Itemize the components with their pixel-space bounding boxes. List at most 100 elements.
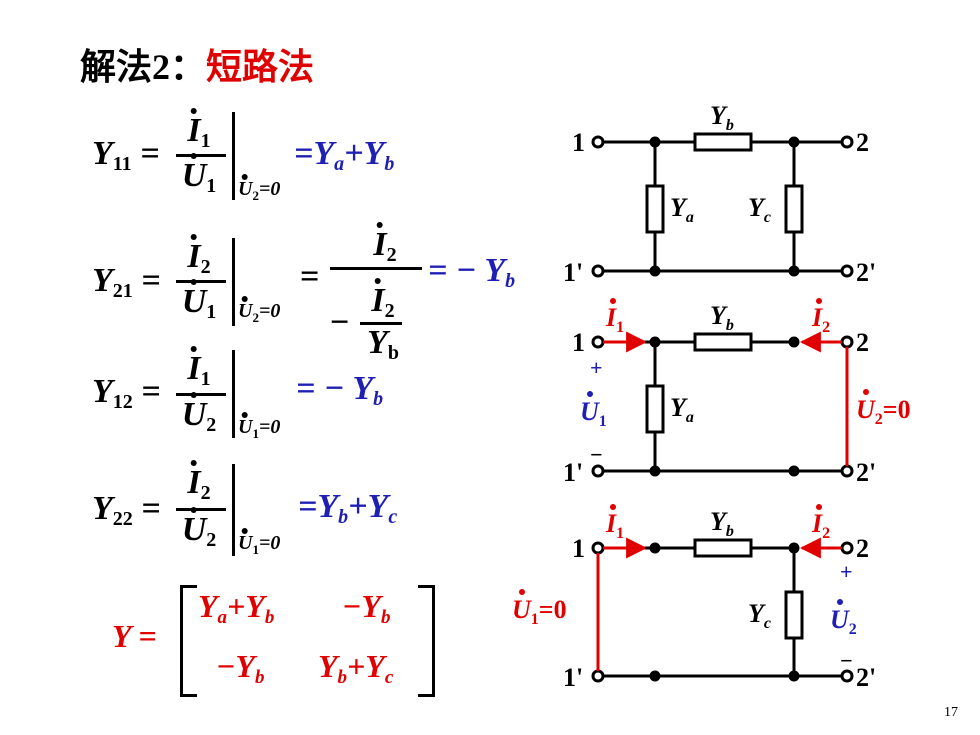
y22-result: =Yb+Yc	[298, 488, 398, 528]
c3-label-u2: U2	[830, 605, 857, 638]
y11-lhs: Y11 =	[92, 135, 160, 175]
y21-equals: =	[300, 258, 320, 295]
y21-inner-denominator: Yb	[367, 324, 399, 364]
c2-label-i1: I1	[605, 303, 624, 336]
matrix-cell-21: −Yb	[216, 648, 265, 688]
c2-terminal-2	[840, 335, 854, 349]
matrix-lhs: Y =	[112, 618, 157, 654]
y11-condition: U2=0	[238, 178, 281, 203]
c2-ya-element	[645, 384, 665, 434]
c1-label-yc: Yc	[748, 193, 771, 226]
c2-i2-dot	[816, 298, 822, 304]
c3-label-2p: 2'	[856, 663, 876, 692]
y12-fraction-bar	[176, 393, 226, 396]
title-prefix: 解法2：	[80, 47, 207, 87]
c2-label-2p: 2'	[856, 458, 876, 487]
y11-denominator: U1	[181, 157, 217, 197]
c1-terminal-1p	[591, 264, 605, 278]
c2-label-1: 1	[572, 328, 585, 357]
y22-fraction-bar	[176, 508, 226, 511]
c3-yc-element	[784, 590, 804, 640]
y21-denominator: U1	[181, 283, 217, 323]
c2-label-u1: U1	[580, 397, 607, 430]
circuit-2	[591, 331, 854, 478]
y21-condition: U2=0	[238, 300, 281, 325]
c3-label-2: 2	[856, 534, 869, 563]
y12-condition: U1=0	[238, 416, 281, 441]
matrix-cell-22: Yb+Yc	[318, 648, 394, 688]
c3-label-minus: −	[840, 648, 853, 673]
c2-label-yb: Yb	[710, 301, 734, 334]
c1-label-1: 1	[572, 128, 585, 157]
c1-label-1p: 1'	[563, 258, 583, 287]
c1-terminal-2	[840, 135, 854, 149]
c1-yc-element	[784, 184, 804, 234]
c2-label-i2: I2	[811, 303, 830, 336]
c1-ya-element	[645, 184, 665, 234]
c3-label-plus: +	[840, 559, 853, 584]
circuit-3	[591, 537, 854, 683]
y22-denominator: U2	[181, 511, 217, 551]
matrix-cell-12: −Yb	[342, 588, 391, 628]
circuit-1	[591, 132, 854, 278]
y21-lhs: Y21 =	[92, 262, 161, 302]
c3-i2-dot	[816, 504, 822, 510]
c1-label-ya: Ya	[670, 193, 694, 226]
c3-i1-dot	[610, 504, 616, 510]
c2-terminal-1p	[591, 464, 605, 478]
c3-label-u1-short: U1=0	[512, 595, 567, 628]
c2-i1-dot	[610, 298, 616, 304]
c2-label-1p: 1'	[563, 458, 583, 487]
y12-result: = − Yb	[296, 370, 384, 410]
y21-eval-bar	[232, 238, 235, 326]
c3-label-i1: I1	[605, 509, 624, 542]
y22-lhs: Y22 =	[92, 490, 161, 530]
c1-label-yb: Yb	[710, 101, 734, 134]
slide-title: 解法2：短路法	[80, 38, 314, 90]
c2-terminal-2p	[840, 464, 854, 478]
page-number: 17	[944, 705, 958, 720]
c2-yb-element	[693, 332, 753, 352]
y21-fraction-bar	[176, 280, 226, 283]
c3-terminal-1	[591, 541, 605, 555]
c3-u2-dot	[837, 599, 843, 605]
c2-label-u2-short: U2=0	[856, 395, 911, 428]
c1-yb-element	[693, 132, 753, 152]
y21-inner-numerator: I2	[371, 282, 395, 322]
c3-label-yc: Yc	[748, 599, 771, 632]
y21-result: = − Yb	[428, 252, 516, 292]
c3-label-1: 1	[572, 534, 585, 563]
c2-label-plus: +	[590, 355, 603, 380]
y11-eval-bar	[232, 112, 235, 200]
y21-inner-fraction-bar	[360, 322, 402, 325]
matrix-left-bracket	[180, 585, 197, 697]
y21-big-numerator: I2	[373, 226, 397, 266]
y11-numerator: I1	[187, 112, 211, 152]
c2-label-2: 2	[856, 328, 869, 357]
y12-numerator: I1	[187, 350, 211, 390]
c2-u1-dot	[587, 391, 593, 397]
y22-condition: U1=0	[238, 532, 281, 557]
matrix-cell-11: Ya+Yb	[198, 588, 275, 628]
y21-minus: −	[330, 304, 350, 341]
c3-terminal-1p	[591, 669, 605, 683]
y22-eval-bar	[232, 464, 235, 556]
c2-terminal-1	[591, 335, 605, 349]
c3-yb-element	[693, 538, 753, 558]
c1-terminal-1	[591, 135, 605, 149]
c1-terminal-2p	[840, 264, 854, 278]
c2-label-ya: Ya	[670, 393, 694, 426]
y11-result: =Ya+Yb	[294, 135, 395, 175]
y12-denominator: U2	[181, 396, 217, 436]
c3-label-1p: 1'	[563, 663, 583, 692]
c1-label-2p: 2'	[856, 258, 876, 287]
c3-label-yb: Yb	[710, 507, 734, 540]
matrix-right-bracket	[418, 585, 435, 697]
y11-fraction-bar	[176, 154, 226, 157]
c3-label-i2: I2	[811, 509, 830, 542]
y12-eval-bar	[232, 350, 235, 438]
title-method: 短路法	[206, 47, 315, 87]
c3-u1-dot	[519, 589, 525, 595]
